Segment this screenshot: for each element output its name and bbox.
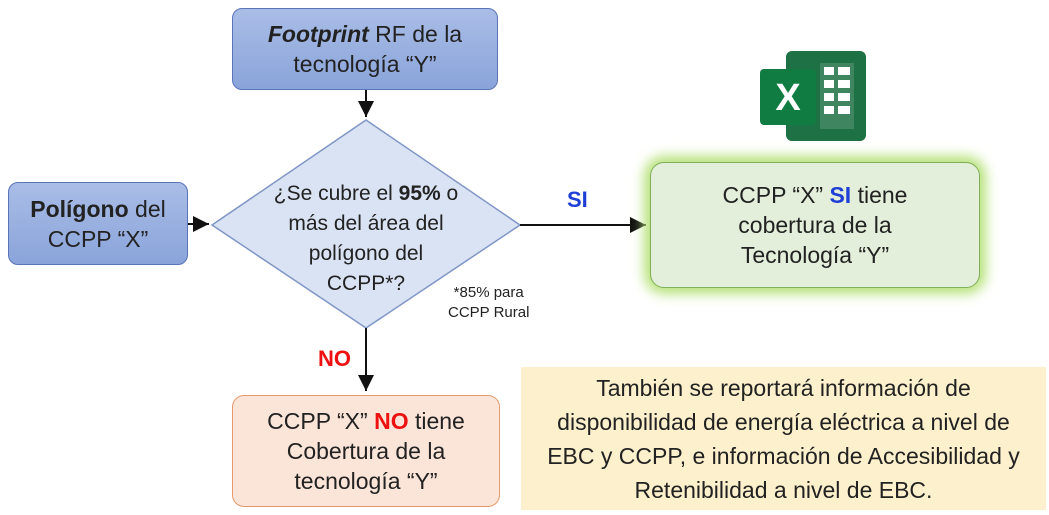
result-yes-post: tiene bbox=[851, 182, 908, 208]
result-no-pre: CCPP “X” bbox=[267, 408, 375, 434]
note-line3: EBC y CCPP, e información de Accesibilid… bbox=[547, 442, 1020, 469]
footnote-line1: *85% para bbox=[453, 284, 524, 301]
result-yes-line2: cobertura de la bbox=[738, 212, 892, 238]
note-line2: disponibilidad de energía eléctrica a ni… bbox=[557, 408, 1010, 435]
decision-line2: más del área del bbox=[288, 212, 444, 235]
result-no-line2: Cobertura de la bbox=[286, 438, 446, 464]
footprint-box: Footprint RF de la tecnología “Y” bbox=[232, 8, 498, 90]
excel-icon: X bbox=[760, 51, 866, 141]
footnote-line2: CCPP Rural bbox=[448, 304, 530, 321]
footprint-italic: Footprint bbox=[267, 21, 369, 47]
no-branch-label: NO bbox=[318, 346, 351, 371]
result-yes-keyword: SI bbox=[829, 182, 852, 208]
decision-percent: 95% bbox=[398, 182, 441, 205]
note-line4: Retenibilidad a nivel de EBC. bbox=[634, 476, 933, 503]
result-yes-pre: CCPP “X” bbox=[722, 182, 830, 208]
decision-line4: CCPP*? bbox=[326, 272, 406, 295]
svg-text:X: X bbox=[775, 77, 801, 119]
note-line1: También se reportará información de bbox=[596, 374, 971, 401]
footprint-line2: tecnología “Y” bbox=[293, 51, 437, 77]
decision-pre: ¿Se cubre el bbox=[273, 182, 399, 205]
decision-text: ¿Se cubre el 95% o más del área del polí… bbox=[238, 179, 494, 299]
result-no-keyword: NO bbox=[374, 408, 409, 434]
note-box: También se reportará información de disp… bbox=[521, 367, 1046, 510]
result-yes-line3: Tecnología “Y” bbox=[740, 242, 890, 268]
yes-branch-label: SI bbox=[567, 187, 588, 212]
poligono-text: del bbox=[128, 195, 166, 222]
decision-post: o bbox=[440, 182, 459, 205]
footnote: *85% para CCPP Rural bbox=[448, 283, 529, 323]
poligono-box: Polígono del CCPP “X” bbox=[8, 182, 188, 265]
result-no-box: CCPP “X” NO tiene Cobertura de la tecnol… bbox=[232, 395, 500, 507]
poligono-line2: CCPP “X” bbox=[47, 225, 149, 252]
result-no-line3: tecnología “Y” bbox=[294, 468, 438, 494]
result-yes-box: CCPP “X” SI tiene cobertura de la Tecnol… bbox=[650, 162, 980, 288]
poligono-bold: Polígono bbox=[30, 195, 129, 222]
footprint-text: RF de la bbox=[368, 21, 463, 47]
result-no-post: tiene bbox=[408, 408, 465, 434]
decision-line3: polígono del bbox=[308, 242, 424, 265]
